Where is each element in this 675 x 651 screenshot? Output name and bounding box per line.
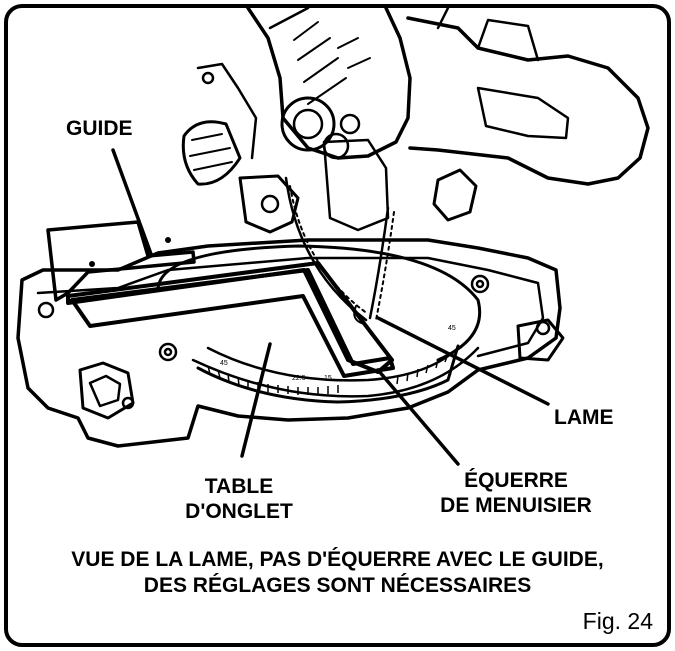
label-table-line2: D'ONGLET	[185, 500, 293, 523]
label-lame: LAME	[554, 406, 614, 429]
scale-mark-mid2: 15	[324, 375, 332, 382]
figure-number: Fig. 24	[582, 608, 653, 634]
label-table-line1: TABLE	[204, 475, 274, 498]
leader-lines	[111, 148, 550, 466]
fence-hole-icon	[165, 237, 171, 243]
caption-line1: VUE DE LA LAME, PAS D'ÉQUERRE AVEC LE GU…	[71, 548, 604, 571]
caption-line2: DES RÉGLAGES SONT NÉCESSAIRES	[143, 574, 532, 597]
scale-mark-left: 45	[220, 360, 228, 367]
fence-hole-icon	[89, 261, 95, 267]
miter-saw-illustration: 45 22.5 15 45	[16, 8, 650, 466]
label-guide: GUIDE	[66, 117, 133, 140]
miter-table: 45 22.5 15 45	[156, 244, 482, 404]
label-equerre-de-menuisier: ÉQUERRE DE MENUISIER	[416, 468, 616, 518]
saw-base	[16, 238, 565, 448]
fence	[46, 220, 196, 302]
label-table-donglet: TABLE D'ONGLET	[164, 474, 314, 524]
figure-frame: 45 22.5 15 45	[4, 4, 671, 647]
equerre-leader	[376, 368, 460, 466]
lame-leader	[376, 316, 550, 406]
table-leader	[240, 342, 272, 458]
label-equerre-line2: DE MENUISIER	[440, 494, 592, 517]
label-equerre-line1: ÉQUERRE	[464, 469, 568, 492]
carpenters-square	[66, 261, 395, 378]
scale-mark-mid1: 22.5	[292, 375, 306, 382]
miter-scale-ticks	[207, 340, 467, 395]
guide-leader	[111, 148, 153, 256]
scale-mark-right: 45	[448, 325, 456, 332]
